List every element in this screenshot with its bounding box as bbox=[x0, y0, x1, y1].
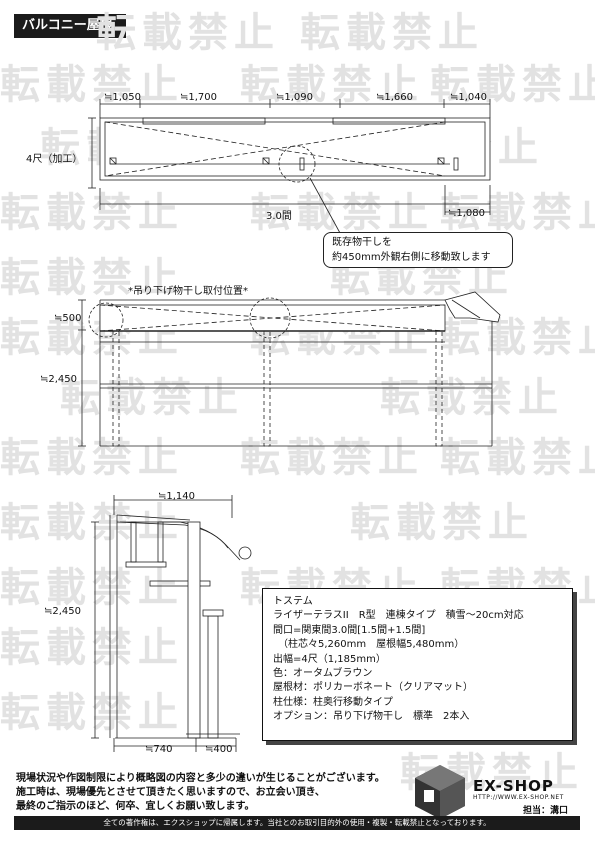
brand-name: EX-SHOP bbox=[473, 777, 554, 795]
spec-line: 屋根材：ポリカーボネート（クリアマット） bbox=[273, 682, 473, 694]
plan-dim-4: ≒1,660 bbox=[376, 92, 414, 103]
plan-dim-2: ≒1,700 bbox=[180, 92, 218, 103]
front-height-dim: ≒2,450 bbox=[40, 374, 78, 385]
site-notes: 現場状況や作図制限により概略図の内容と多少の違いが生じることがございます。 施工… bbox=[16, 772, 411, 814]
note-line: 現場状況や作図制限により概略図の内容と多少の違いが生じることがございます。 bbox=[16, 773, 385, 784]
side-view bbox=[91, 495, 252, 752]
plan-dim-5: ≒1,040 bbox=[450, 92, 488, 103]
spec-line: 間口=関東間3.0間[1.5間+1.5間] bbox=[273, 624, 426, 636]
spec-line: 柱仕様：柱奥行移動タイプ bbox=[273, 696, 393, 708]
plan-dim-3: ≒1,090 bbox=[276, 92, 314, 103]
side-bottom-left-dim: ≒740 bbox=[145, 744, 173, 755]
plan-dim-1: ≒1,050 bbox=[104, 92, 142, 103]
callout-line-1: 既存物干しを bbox=[332, 237, 392, 248]
spec-box: トステム ライザーテラスII R型 連棟タイプ 積雪～20cm対応 間口=関東間… bbox=[262, 588, 573, 741]
front-view bbox=[78, 291, 501, 447]
callout-line-2: 約450mm外観右側に移動致します bbox=[332, 252, 491, 263]
spec-line: ライザーテラスII R型 連棟タイプ 積雪～20cm対応 bbox=[273, 610, 524, 622]
spec-line: （柱芯々5,260mm 屋根幅5,480mm） bbox=[273, 639, 465, 651]
page-title: バルコニー屋根 bbox=[14, 14, 126, 38]
side-width-dim: ≒1,140 bbox=[158, 491, 196, 502]
note-line: 施工時は、現場優先とさせて頂きたく思いますので、お立会い頂き、 bbox=[16, 787, 325, 798]
side-bottom-right-dim: ≒400 bbox=[205, 744, 233, 755]
spec-line: オプション：吊り下げ物干し 標準 2本入 bbox=[273, 711, 470, 723]
relocation-callout: 既存物干しを 約450mm外観右側に移動致します bbox=[323, 232, 513, 268]
spec-line: 色：オータムブラウン bbox=[273, 668, 373, 680]
plan-depth-label: 4尺（加工） bbox=[26, 154, 83, 165]
side-height-dim: ≒2,450 bbox=[44, 606, 82, 617]
brand-url: HTTP://WWW.EX-SHOP.NET bbox=[473, 794, 564, 801]
hanger-position-label: *吊り下げ物干し取付位置* bbox=[128, 286, 248, 297]
copyright-footer: 全ての著作権は、エクスショップに帰属します。当社とのお取引目的外の使用・複製・転… bbox=[14, 816, 580, 830]
note-line: 最終のご指示のほど、何卒、宜しくお願い致します。 bbox=[16, 801, 255, 812]
staff-label: 担当：溝口 bbox=[523, 806, 569, 816]
ex-shop-logo-icon bbox=[415, 765, 465, 819]
plan-right-dim: ≒1,080 bbox=[448, 208, 486, 219]
front-roof-dim: ≒500 bbox=[54, 313, 82, 324]
spec-line: トステム bbox=[273, 596, 313, 607]
plan-bottom-dim: 3.0間 bbox=[266, 211, 292, 222]
plan-view bbox=[88, 99, 491, 234]
spec-line: 出幅=4尺（1,185mm） bbox=[273, 653, 386, 665]
